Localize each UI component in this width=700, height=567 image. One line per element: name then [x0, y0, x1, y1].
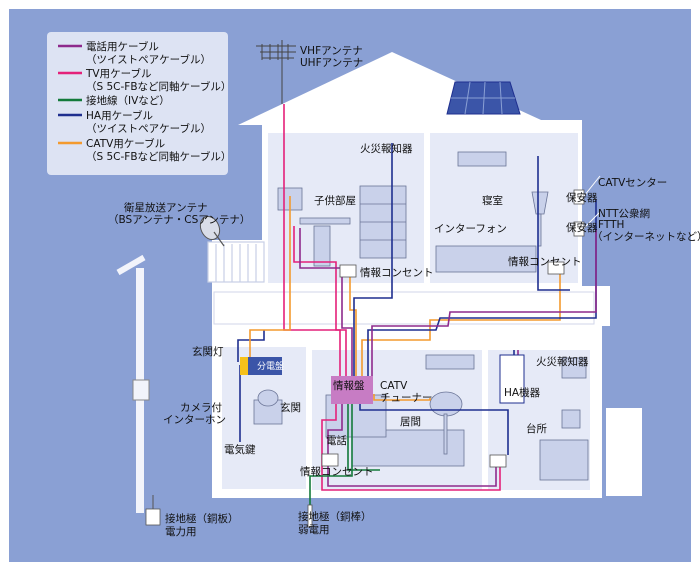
breaker-indicator	[240, 357, 248, 375]
outlet-kids-label: 情報コンセント	[360, 266, 434, 279]
satellite-dish	[199, 215, 225, 247]
cables	[237, 104, 597, 508]
legend-sub-phone: （ツイストペアケーブル）	[86, 53, 211, 66]
protector-label-1: 保安器	[566, 191, 598, 204]
interphone-label: インターフォン	[434, 223, 507, 235]
outside-leaders	[583, 175, 601, 229]
outlet-bed-box	[547, 261, 565, 275]
utility-pole	[116, 254, 150, 513]
kitchen-label: 台所	[526, 422, 547, 435]
uhf-label: UHFアンテナ	[300, 57, 363, 69]
protector-label-2: 保安器	[566, 221, 598, 234]
catv-center-label: CATVセンター	[598, 177, 667, 189]
ground-electrode-power	[145, 495, 161, 526]
catv-tuner-sub: チューナー	[380, 392, 433, 404]
ha-device-label: HA機器	[504, 386, 541, 399]
fire-alarm-lower-label: 火災報知器	[536, 355, 589, 368]
catv-tuner-label: CATV	[380, 380, 408, 392]
camera-interphone-label: カメラ付	[180, 401, 222, 414]
phone-label: 電話	[326, 434, 347, 447]
ha-device-box	[499, 354, 525, 404]
ground-electrode-weak	[307, 504, 313, 528]
bedroom-label: 寝室	[482, 194, 503, 207]
electric-lock-label: 電気鍵	[224, 443, 256, 456]
protector-box-1	[573, 189, 585, 205]
entrance-label: 玄関	[280, 401, 301, 414]
ntt-label: NTT公衆網	[598, 207, 650, 220]
outlet-living-box	[321, 453, 339, 467]
vhf-label: VHFアンテナ	[300, 45, 363, 57]
satellite-antenna-sub: （BSアンテナ・CSアンテナ）	[108, 214, 250, 226]
ground-power-label: 接地極（銅板）	[165, 512, 239, 525]
legend-label-phone: 電話用ケーブル	[86, 40, 159, 53]
breaker-box	[240, 357, 282, 375]
info-panel-label: 情報盤	[333, 379, 365, 392]
protector-box-2	[573, 221, 585, 237]
furniture	[253, 151, 589, 481]
breaker-label: 分電盤	[257, 360, 284, 372]
legend-sub-ha: （ツイストペアケーブル）	[86, 122, 211, 135]
fence-post	[606, 408, 642, 496]
ground-power-sub: 電力用	[165, 525, 197, 538]
ground-weak-label: 接地極（銅棒）	[298, 510, 372, 523]
outlet-kids-box	[339, 264, 357, 278]
outlet-kitchen-box	[489, 454, 507, 468]
solar-panel	[446, 81, 521, 115]
kids-room-label: 子供部屋	[314, 194, 356, 207]
living-label: 居間	[400, 416, 421, 428]
ground-weak-sub: 弱電用	[298, 524, 330, 536]
legend-box	[47, 32, 228, 175]
fire-alarm-upper-label: 火災報知器	[360, 142, 413, 155]
satellite-antenna-label: 衛星放送アンテナ	[124, 201, 208, 214]
info-panel-box	[331, 376, 373, 404]
legend-label-ground: 接地線（IVなど）	[86, 94, 170, 107]
entrance-light-label: 玄関灯	[192, 345, 224, 358]
internet-label: （インターネットなど）	[592, 231, 700, 243]
legend-sub-tv: （S 5C-FBなど同軸ケーブル）	[86, 80, 231, 93]
legend: 電話用ケーブル （ツイストペアケーブル） TV用ケーブル （S 5C-FBなど同…	[47, 32, 231, 175]
legend-sub-catv: （S 5C-FBなど同軸ケーブル）	[86, 150, 231, 163]
outlet-living-label: 情報コンセント	[300, 465, 374, 478]
camera-interphone-sub: インターホン	[163, 414, 226, 426]
legend-label-tv: TV用ケーブル	[85, 67, 151, 80]
balcony-railing	[207, 241, 265, 283]
vhf-uhf-antenna	[256, 40, 296, 104]
outlet-bed-label: 情報コンセント	[508, 255, 582, 268]
ftth-label: FTTH	[598, 219, 624, 231]
legend-label-catv: CATV用ケーブル	[86, 137, 165, 150]
legend-label-ha: HA用ケーブル	[86, 109, 153, 122]
